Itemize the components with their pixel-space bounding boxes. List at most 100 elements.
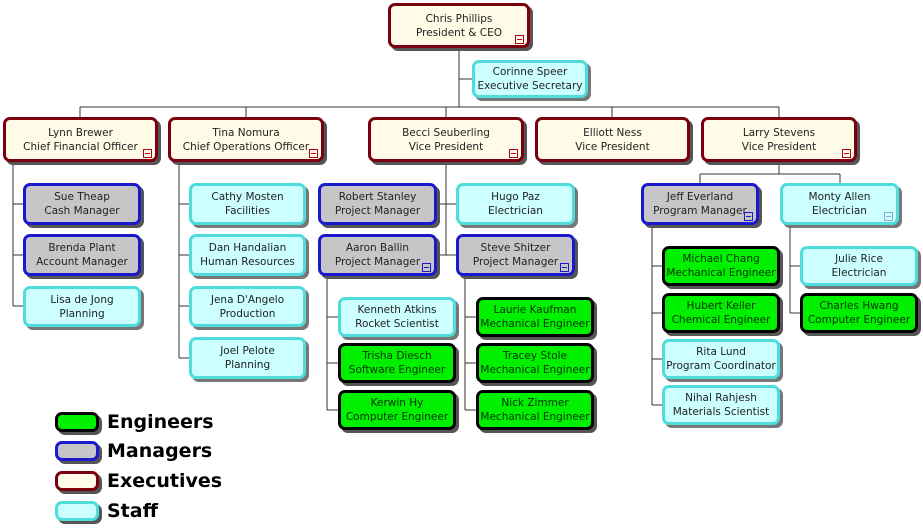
node-name: Brenda Plant <box>48 242 116 254</box>
node-name: Sue Theap <box>54 191 110 203</box>
collapse-icon[interactable] <box>515 35 524 44</box>
legend-label: Engineers <box>107 411 214 433</box>
legend-swatch <box>55 501 99 521</box>
collapse-icon[interactable] <box>560 263 569 272</box>
node-name: Cathy Mosten <box>211 191 284 203</box>
node-title: Vice President <box>741 140 817 153</box>
node-title: Facilities <box>225 205 270 217</box>
node-title: Rocket Scientist <box>355 318 439 330</box>
legend-label: Executives <box>107 470 223 492</box>
legend-swatch <box>55 471 99 491</box>
node-name: Aaron Ballin <box>345 242 410 254</box>
legend-label: Staff <box>107 500 158 522</box>
node-name: Becci Seuberling <box>402 126 490 139</box>
node-title: Account Manager <box>36 256 128 268</box>
node-name: Hubert Keller <box>686 300 756 312</box>
legend-label: Managers <box>107 440 213 462</box>
node-title: Electrician <box>831 267 887 279</box>
collapse-icon[interactable] <box>744 212 753 221</box>
org-node-kerwin[interactable]: Kerwin Hy Computer Engineer <box>338 390 456 430</box>
legend-swatch <box>55 412 99 432</box>
node-title: Chief Operations Officer <box>182 140 310 153</box>
node-name: Corinne Speer <box>492 66 568 78</box>
node-name: Robert Stanley <box>338 191 417 203</box>
node-title: Materials Scientist <box>672 406 770 418</box>
node-title: Executive Secretary <box>477 80 583 92</box>
node-title: Project Manager <box>334 205 421 217</box>
collapse-icon[interactable] <box>842 149 851 158</box>
node-title: Project Manager <box>334 256 421 268</box>
node-title: Electrician <box>488 205 543 217</box>
node-name: Nihal Rahjesh <box>685 392 757 404</box>
node-name: Hugo Paz <box>491 191 540 203</box>
node-name: Larry Stevens <box>742 126 816 139</box>
node-title: Mechanical Engineer <box>480 411 590 423</box>
node-title: Electrician <box>812 205 867 217</box>
collapse-icon[interactable] <box>422 263 431 272</box>
node-name: Jeff Everland <box>666 191 734 203</box>
node-title: Human Resources <box>200 256 295 268</box>
node-name: Nick Zimmer <box>501 397 569 409</box>
node-name: Steve Shitzer <box>480 242 551 254</box>
node-title: Production <box>219 307 276 320</box>
node-name: Tina Nomura <box>212 126 280 139</box>
node-title: Mechanical Engineer <box>480 318 590 330</box>
node-title: Cash Manager <box>44 205 120 217</box>
node-name: Dan Handalian <box>208 242 287 254</box>
node-title: Chief Financial Officer <box>23 140 138 153</box>
node-name: Monty Allen <box>808 191 871 203</box>
node-name: Kerwin Hy <box>370 397 424 409</box>
node-name: Rita Lund <box>696 346 746 358</box>
node-name: Charles Hwang <box>819 300 899 312</box>
node-name: Elliott Ness <box>583 126 642 139</box>
node-title: Project Manager <box>472 256 559 268</box>
legend-item-manager: Managers <box>55 440 212 462</box>
node-name: Tracey Stole <box>503 350 567 362</box>
collapse-icon[interactable] <box>309 149 318 158</box>
node-title: President & CEO <box>415 26 503 39</box>
collapse-icon[interactable] <box>509 149 518 158</box>
collapse-icon[interactable] <box>143 149 152 158</box>
node-name: Lisa de Jong <box>50 293 114 306</box>
node-title: Planning <box>224 359 271 371</box>
collapse-icon[interactable] <box>884 212 893 221</box>
node-title: Computer Engineer <box>345 411 449 423</box>
legend-swatch <box>55 441 99 461</box>
node-title: Vice President <box>575 140 650 153</box>
node-name: Joel Pelote <box>220 345 275 357</box>
node-name: Laurie Kaufman <box>493 304 577 316</box>
node-name: Michael Chang <box>682 253 760 265</box>
